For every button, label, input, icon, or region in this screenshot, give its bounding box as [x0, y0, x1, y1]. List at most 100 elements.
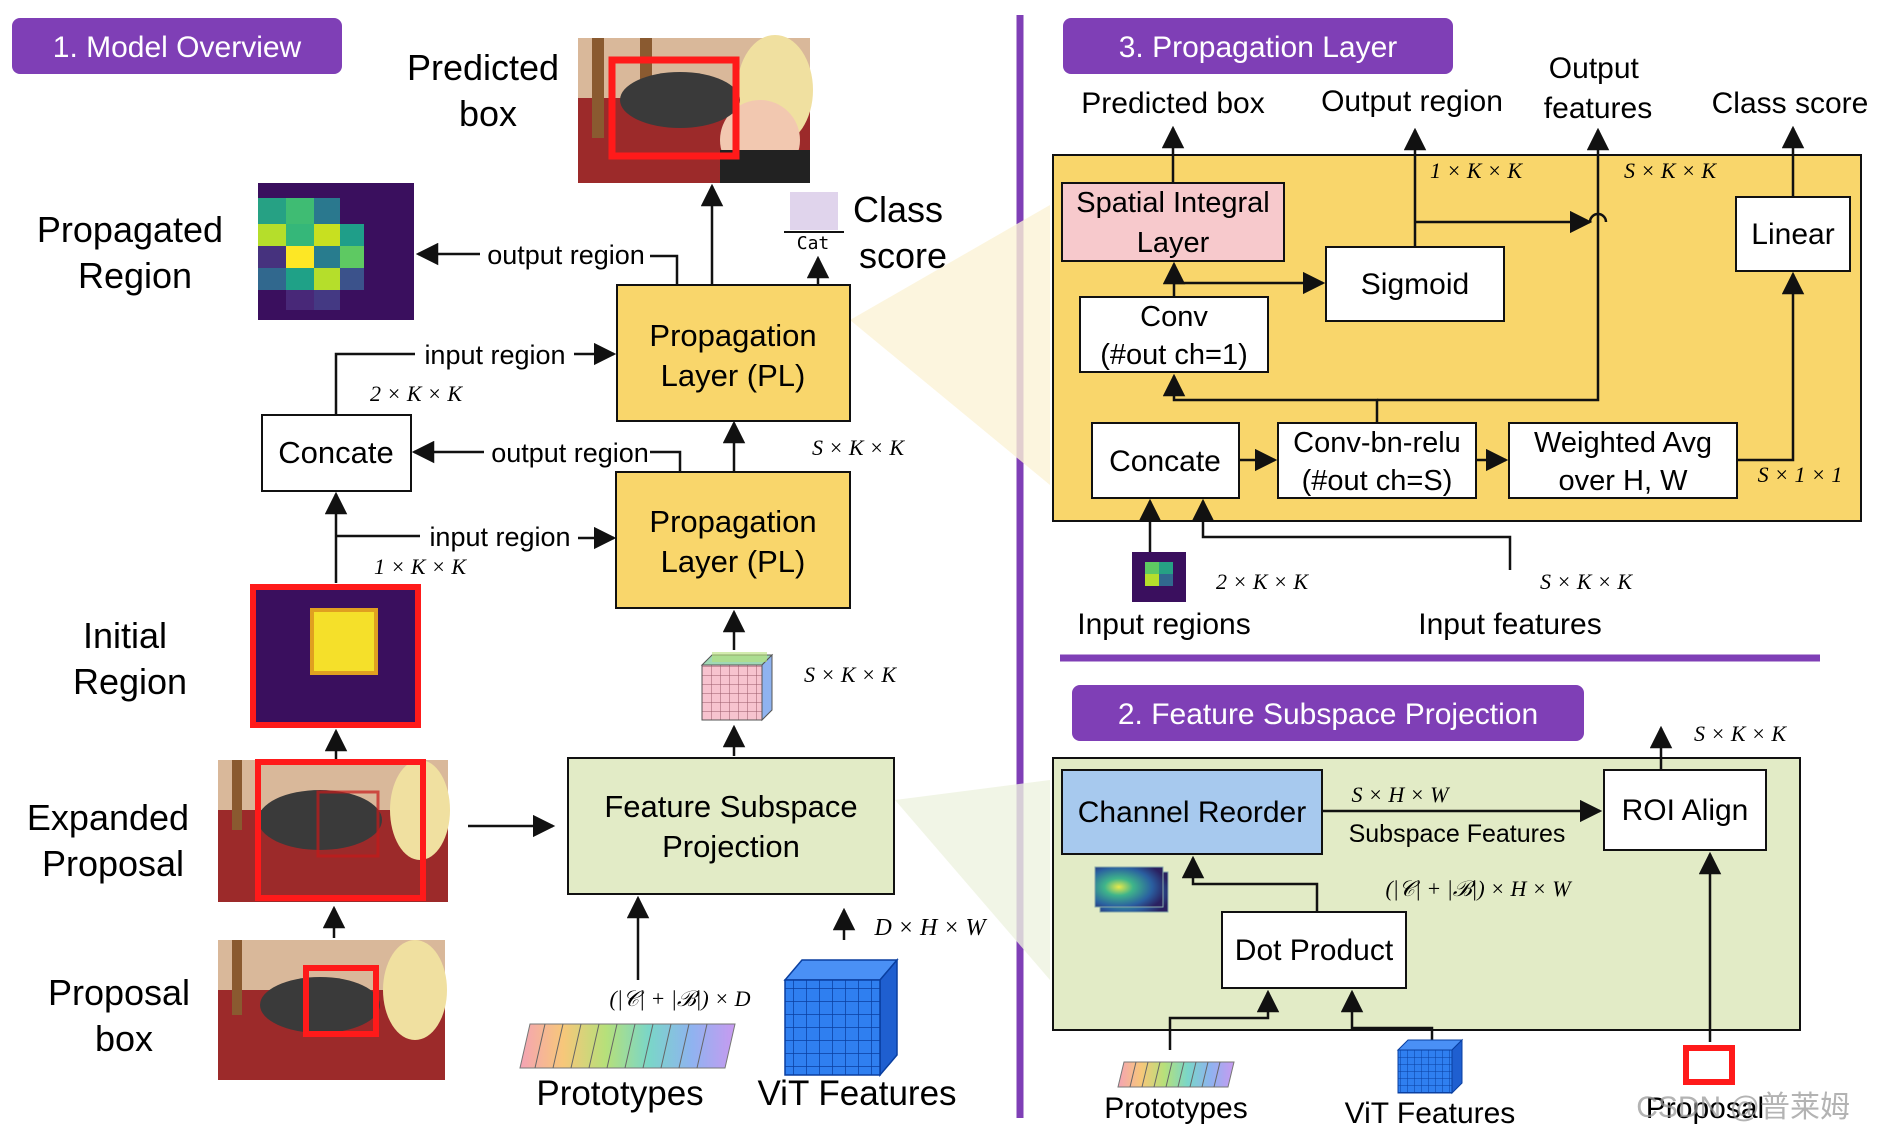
initial-region-label: Initial Region [73, 615, 187, 702]
propagated-region-label: Propagated Region [37, 209, 233, 296]
svg-text:ROI Align: ROI Align [1622, 794, 1749, 827]
svg-text:Dot Product: Dot Product [1235, 934, 1394, 967]
pl-input-features-label: Input features [1418, 608, 1601, 641]
arrow-input-region-top-a [334, 352, 415, 415]
propagation-layer-bottom: Propagation Layer (PL) [615, 471, 851, 609]
pl-dim-s11: S × 1 × 1 [1758, 462, 1843, 487]
pl-arrow-wavg-to-linear [1737, 271, 1805, 462]
fsp-vit-features-label: ViT Features [1345, 1097, 1516, 1130]
pl-input-regions-label: Input regions [1077, 608, 1250, 641]
fsp-dim-skk: S × K × K [1694, 721, 1787, 746]
conv-bn-relu-box: Conv-bn-relu (#out ch=S) [1277, 422, 1477, 499]
pl-concate-box: Concate [1091, 422, 1240, 499]
pl-output-features-label: Output features [1544, 52, 1652, 125]
svg-text:Layer (PL): Layer (PL) [661, 544, 806, 579]
svg-text:Channel Reorder: Channel Reorder [1078, 796, 1306, 829]
concate-box: Concate [261, 414, 412, 492]
fsp-vit-cube [1396, 1038, 1464, 1095]
sigmoid-box: Sigmoid [1325, 246, 1505, 322]
svg-text:Propagation: Propagation [649, 318, 816, 353]
feature-subspace-projection-box: Feature Subspace Projection [567, 757, 895, 895]
weighted-avg-box: Weighted Avg over H, W [1508, 422, 1738, 499]
svg-text:Layer: Layer [1137, 227, 1210, 259]
prototypes-icon [519, 1023, 736, 1069]
pl-input-region-thumb [1132, 552, 1186, 602]
channel-reorder-box: Channel Reorder [1061, 769, 1323, 855]
dim-dhw: D × H × W [873, 915, 987, 941]
zoom-projection-pl [850, 205, 1050, 485]
fsp-arrow-vit-to-dot [1340, 989, 1434, 1045]
svg-text:Feature Subspace: Feature Subspace [604, 789, 857, 824]
dim-2kk-overview: 2 × K × K [370, 381, 463, 406]
svg-text:Concate: Concate [278, 435, 393, 470]
section-header-projection: 2. Feature Subspace Projection [1072, 685, 1584, 741]
zoom-projection-fsp [895, 780, 1050, 980]
input-region-label-top: input region [424, 340, 565, 370]
pl-predicted-box-label: Predicted box [1081, 87, 1264, 120]
pl-dim-2kk: 2 × K × K [1216, 569, 1309, 594]
conv-box: Conv (#out ch=1) [1079, 296, 1269, 373]
svg-text:1. Model Overview: 1. Model Overview [53, 31, 302, 64]
arrow-output-region-top-a [650, 254, 679, 285]
initial-region-image [250, 584, 421, 728]
pl-class-score-label: Class score [1712, 87, 1869, 120]
pl-output-region-label: Output region [1321, 85, 1503, 118]
prototypes-label: Prototypes [536, 1074, 703, 1113]
dim-1kk-overview: 1 × K × K [374, 554, 467, 579]
dim-skk-cube: S × K × K [804, 662, 897, 687]
svg-text:Projection: Projection [662, 829, 800, 864]
svg-text:Weighted Avg: Weighted Avg [1534, 427, 1712, 459]
fsp-arrow-dot-to-reorder [1181, 855, 1319, 912]
svg-text:over H, W: over H, W [1559, 465, 1689, 497]
svg-text:Conv: Conv [1140, 301, 1208, 333]
svg-text:Layer (PL): Layer (PL) [661, 358, 806, 393]
expanded-proposal-label: Expanded Proposal [27, 797, 199, 884]
output-region-label-bottom: output region [491, 438, 649, 468]
propagation-layer-top: Propagation Layer (PL) [616, 284, 851, 422]
fsp-arrow-prototypes-to-dot [1168, 989, 1280, 1050]
arrow-output-region-bottom-a [650, 450, 682, 472]
proposal-box-label: Proposal box [48, 972, 200, 1059]
svg-text:2. Feature Subspace Projection: 2. Feature Subspace Projection [1118, 698, 1538, 731]
output-region-label-top: output region [487, 240, 645, 270]
svg-text:Spatial Integral: Spatial Integral [1076, 187, 1269, 219]
expanded-proposal-image [218, 759, 450, 902]
svg-text:3. Propagation Layer: 3. Propagation Layer [1119, 31, 1398, 64]
pl-arrow-cbr-to-conv [1162, 373, 1379, 423]
svg-text:Propagation: Propagation [649, 504, 816, 539]
watermark: CSDN @普莱姆 [1636, 1091, 1850, 1124]
svg-text:Cat: Cat [797, 233, 830, 254]
proposal-box-image [218, 940, 447, 1080]
feature-cube-small [700, 652, 774, 722]
svg-text:Conv-bn-relu: Conv-bn-relu [1293, 427, 1461, 459]
fsp-feature-map-thumb [1094, 866, 1169, 913]
svg-text:Concate: Concate [1109, 445, 1221, 478]
class-score-label: Class score [853, 189, 953, 276]
section-header-propagation: 3. Propagation Layer [1063, 18, 1453, 74]
pl-dim-skk-in: S × K × K [1540, 569, 1633, 594]
fsp-proposal-icon [1683, 1045, 1735, 1085]
pl-dim-skk: S × K × K [1624, 158, 1717, 183]
dim-skk-between-pl: S × K × K [812, 435, 905, 460]
dot-product-box: Dot Product [1221, 911, 1407, 989]
pl-crossing-hop [1588, 212, 1608, 223]
pl-arrow-input-features [1191, 498, 1512, 570]
propagated-region-heatmap [258, 183, 414, 320]
dim-cbd: (|𝒞| + |ℬ|) × D [610, 986, 751, 1011]
predicted-box-image [578, 35, 813, 183]
vit-features-cube [783, 957, 899, 1078]
fsp-dim-cbhw: (|𝒞| + |ℬ|) × H × W [1385, 876, 1572, 901]
predicted-box-label: Predicted box [407, 47, 569, 134]
vit-features-label: ViT Features [757, 1074, 956, 1113]
spatial-integral-layer-box: Spatial Integral Layer [1061, 182, 1285, 262]
fsp-dim-shw: S × H × W [1352, 782, 1451, 807]
section-header-overview: 1. Model Overview [12, 18, 342, 74]
linear-box: Linear [1735, 196, 1851, 272]
input-region-label-bottom: input region [429, 522, 570, 552]
pl-dim-1kk: 1 × K × K [1430, 158, 1523, 183]
fsp-prototypes-label: Prototypes [1104, 1092, 1247, 1125]
svg-text:Sigmoid: Sigmoid [1361, 268, 1469, 301]
fsp-prototypes-icon [1117, 1061, 1235, 1088]
pl-arrow-to-output-features [1377, 127, 1610, 402]
